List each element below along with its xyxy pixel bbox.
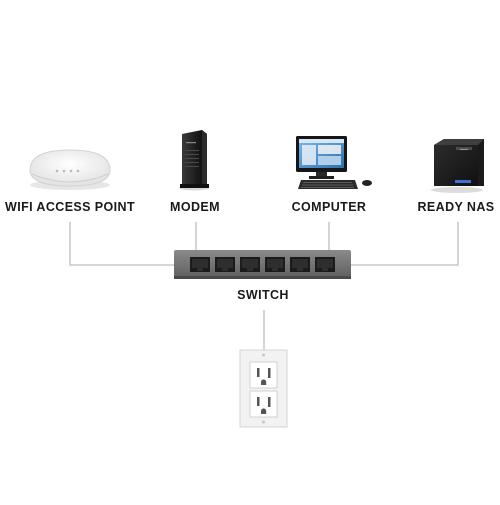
ready-nas-icon xyxy=(431,139,484,193)
switch-port xyxy=(315,257,335,272)
switch-port xyxy=(290,257,310,272)
wifi-access-point-icon xyxy=(29,149,111,190)
link-ready-nas xyxy=(346,222,459,266)
switch-icon xyxy=(174,250,351,279)
switch-ports xyxy=(190,257,335,272)
switch-port xyxy=(240,257,260,272)
label-modem: MODEM xyxy=(170,200,220,214)
switch-port xyxy=(265,257,285,272)
label-wifi-access-point: WIFI ACCESS POINT xyxy=(5,200,135,214)
switch-port xyxy=(190,257,210,272)
computer-icon xyxy=(296,136,372,189)
outlet-receptacle-bottom xyxy=(249,390,278,418)
modem-icon xyxy=(179,130,209,191)
power-outlet-icon xyxy=(239,349,288,428)
label-ready-nas: READY NAS xyxy=(417,200,495,214)
switch-port xyxy=(215,257,235,272)
link-wifi-access-point xyxy=(69,222,178,266)
label-switch: SWITCH xyxy=(237,288,289,302)
outlet-receptacle-top xyxy=(249,361,278,389)
connection-lines xyxy=(69,222,459,350)
label-computer: COMPUTER xyxy=(291,200,367,214)
